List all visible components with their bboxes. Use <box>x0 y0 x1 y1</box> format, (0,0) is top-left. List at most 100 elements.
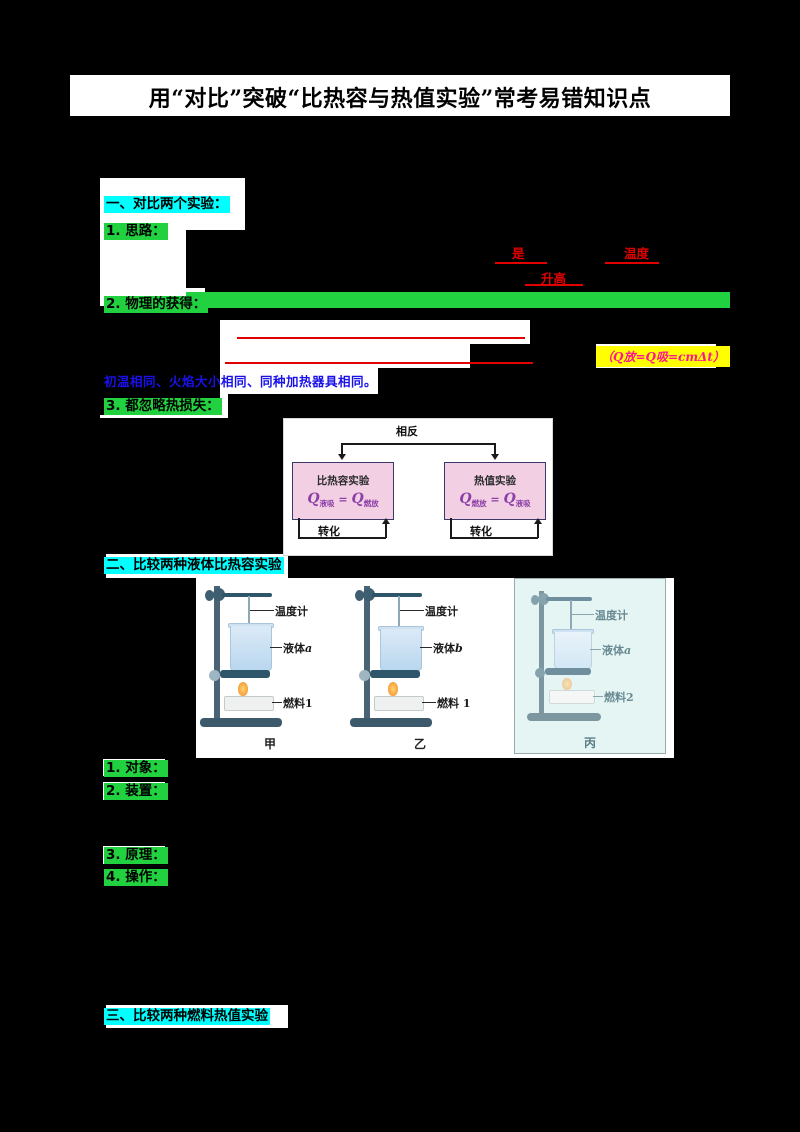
apparatus-yi: 温度计 液体b 燃料 1 乙 <box>346 578 494 754</box>
loop-right-across <box>450 537 538 539</box>
clamp-knob-top-jia <box>205 590 214 601</box>
red-underline-4 <box>237 337 525 339</box>
q-symbol-right-2: Q <box>503 490 516 507</box>
loop-left-arrow <box>382 518 390 524</box>
redaction-mask-body-q <box>288 554 730 578</box>
leader-thermometer-jia <box>250 610 274 611</box>
redaction-mask-body-o <box>551 418 730 554</box>
q-sub-right-2: 液吸 <box>515 499 531 509</box>
redaction-mask-body-a <box>70 116 730 178</box>
subhead-1-3: 3. 都忽略热损失： <box>104 398 222 415</box>
label-liquid-bing-italic: a <box>624 644 632 657</box>
redaction-mask-bottom <box>0 1060 800 1132</box>
label-fuel-bing-text: 燃料2 <box>604 691 634 704</box>
leader-thermometer-yi <box>400 610 424 611</box>
loop-left-across <box>298 537 386 539</box>
beaker-bing <box>554 632 592 669</box>
redaction-mask-body-r <box>70 578 196 758</box>
label-thermometer-bing-text: 温度计 <box>595 609 628 622</box>
flow-connector-horizontal <box>341 443 495 445</box>
section-heading-2: 二、比较两种液体比热容实验 <box>104 557 284 574</box>
clamp-hub-top-yi <box>363 588 375 601</box>
q-symbol-left-1: Q <box>307 490 320 507</box>
subhead-1-1: 1. 思路： <box>104 223 168 240</box>
loop-left-label: 转化 <box>318 525 340 538</box>
fuel-burner-bing <box>549 690 595 704</box>
redaction-mask-body-j <box>470 344 596 370</box>
redaction-mask-body-m <box>228 394 730 418</box>
redaction-mask-body-v <box>165 759 730 776</box>
leader-fuel-bing <box>593 696 603 697</box>
upper-arm-yi <box>372 593 422 597</box>
flame-yi <box>388 682 398 696</box>
redaction-mask-body-l <box>378 368 730 394</box>
apparatus-bing: 温度计 液体a 燃料2 丙 <box>514 578 666 754</box>
upper-arm-jia <box>222 593 272 597</box>
redaction-mask-body-d <box>186 230 730 288</box>
section-heading-3: 三、比较两种燃料热值实验 <box>104 1008 270 1025</box>
redaction-mask-body-x <box>165 782 730 800</box>
caption-yi: 乙 <box>413 737 426 751</box>
beaker-yi <box>380 629 422 671</box>
redaction-mask-top <box>0 0 800 72</box>
clamp-knob-mid-jia <box>209 670 220 681</box>
label-liquid-bing: 液体a <box>602 642 631 658</box>
red-underline-1 <box>495 262 547 264</box>
leader-thermometer-bing <box>572 614 594 615</box>
redaction-mask-body-f <box>70 306 730 320</box>
fuel-burner-yi <box>374 696 424 711</box>
stand-base-jia <box>200 718 282 727</box>
apparatus-figure-group: 温度计 液体a 燃料1 甲 <box>196 578 674 754</box>
loop-right-arrow <box>534 518 542 524</box>
label-liquid-bing-text: 液体 <box>602 644 624 657</box>
loop-left-down <box>298 518 300 538</box>
equals-right: = <box>490 492 500 506</box>
obscured-red-fragment-1: 是 <box>512 246 525 261</box>
redaction-mask-body-p <box>70 554 106 578</box>
label-liquid-jia-italic: a <box>305 642 313 655</box>
clamp-hub-top-jia <box>213 588 225 601</box>
label-thermometer-yi-text: 温度计 <box>425 605 458 618</box>
loop-right-down <box>450 518 452 538</box>
beaker-jia <box>230 626 272 671</box>
stand-base-bing <box>527 713 601 721</box>
red-underline-2 <box>605 262 659 264</box>
formula-text: （Q放=Q吸=cmΔt） <box>601 350 725 364</box>
label-fuel-yi: 燃料 1 <box>437 695 470 711</box>
clamp-knob-mid-bing <box>535 668 545 678</box>
loop-right-label: 转化 <box>470 525 492 538</box>
gauze-plate-jia <box>220 670 270 678</box>
apparatus-jia: 温度计 液体a 燃料1 甲 <box>196 578 344 754</box>
label-thermometer-jia: 温度计 <box>275 603 308 619</box>
gauze-plate-yi <box>370 670 420 678</box>
clamp-knob-mid-yi <box>359 670 370 681</box>
obscured-red-fragment-3: 升高 <box>541 271 567 286</box>
subhead-2-3: 3. 原理： <box>104 847 168 864</box>
label-fuel-bing: 燃料2 <box>604 689 634 705</box>
label-thermometer-bing: 温度计 <box>595 607 628 623</box>
q-sub-left-2: 燃放 <box>363 499 379 509</box>
leader-liquid-bing <box>590 649 601 650</box>
upper-arm-bing <box>546 597 592 601</box>
label-thermometer-yi: 温度计 <box>425 603 458 619</box>
subhead-2-1: 1. 对象： <box>104 760 168 777</box>
stand-rod-yi <box>364 586 370 722</box>
label-fuel-jia-text: 燃料1 <box>283 697 313 710</box>
caption-jia: 甲 <box>263 737 276 751</box>
redaction-mask-body-c <box>245 178 730 230</box>
redaction-mask-body-aa <box>165 846 730 864</box>
gauze-plate-bing <box>545 668 591 675</box>
page-title-text: 用“对比”突破“比热容与热值实验”常考易错知识点 <box>148 86 652 112</box>
q-sub-left-1: 液吸 <box>319 499 335 509</box>
redaction-mask-body-t <box>70 758 730 759</box>
caption-bing: 丙 <box>583 736 596 750</box>
label-liquid-yi-text: 液体 <box>433 642 455 655</box>
q-symbol-left-2: Q <box>351 490 364 507</box>
leader-fuel-jia <box>272 702 282 703</box>
redaction-mask-body-y <box>103 800 730 820</box>
leader-fuel-yi <box>422 702 436 703</box>
leader-liquid-jia <box>270 647 282 648</box>
label-fuel-yi-text: 燃料 1 <box>437 697 471 710</box>
stand-rod-bing <box>539 591 544 717</box>
stand-rod-jia <box>214 586 220 722</box>
